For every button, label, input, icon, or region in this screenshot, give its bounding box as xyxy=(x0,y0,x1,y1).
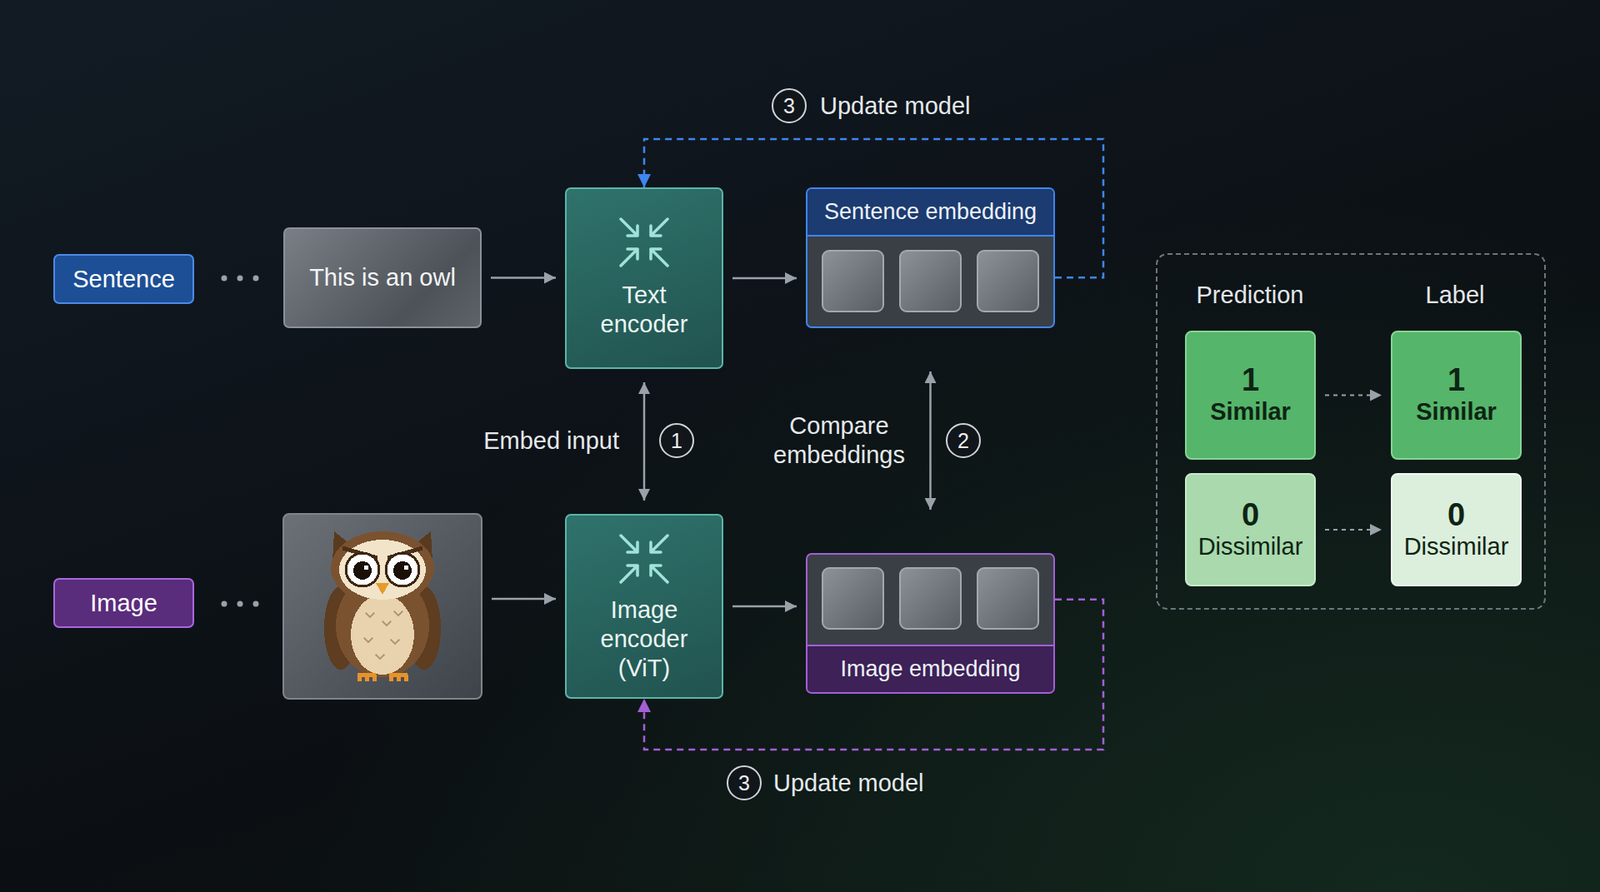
flow-arrow xyxy=(732,277,797,280)
score-value: 0 xyxy=(1241,499,1260,533)
node-label: Image embedding xyxy=(807,645,1054,693)
ellipsis-dots xyxy=(221,275,260,608)
node-label: This is an owl xyxy=(309,264,456,292)
input-arrow xyxy=(491,598,556,601)
label-cell: 1Similar xyxy=(1390,330,1522,460)
flow-arrow xyxy=(929,371,932,510)
node-label: Sentence embedding xyxy=(807,189,1054,237)
node-label: Image xyxy=(90,590,158,618)
image-input-box xyxy=(283,514,482,700)
update-loop xyxy=(644,600,1104,750)
score-label: Dissimilar xyxy=(1198,532,1304,562)
edge-label: Update model xyxy=(773,769,925,799)
callout-number: 1 xyxy=(659,423,695,459)
flow-arrow xyxy=(732,605,797,609)
sentence-embedding: Sentence embedding xyxy=(805,187,1055,329)
flow-arrow xyxy=(643,382,646,501)
compress-icon xyxy=(620,219,668,266)
compress-icon xyxy=(620,535,668,583)
image-encoder: Image encoder (ViT) xyxy=(565,514,724,700)
label-cell: 0Dissimilar xyxy=(1390,473,1522,587)
input-type-tag: Image xyxy=(53,578,195,629)
prediction-label-panel: PredictionLabel1Similar1Similar0Dissimil… xyxy=(1155,253,1546,610)
image-embedding: Image embedding xyxy=(805,553,1055,695)
callout-number: 2 xyxy=(945,423,981,459)
node-label: Image encoder (ViT) xyxy=(581,595,707,683)
mapping-arrow xyxy=(1325,529,1382,531)
text-encoder: Text encoder xyxy=(565,187,724,370)
edge-label: Embed input xyxy=(483,426,620,456)
column-header: Label xyxy=(1371,281,1539,310)
score-label: Dissimilar xyxy=(1404,532,1510,562)
score-value: 1 xyxy=(1241,364,1260,398)
node-label: Text encoder xyxy=(581,280,707,340)
score-value: 0 xyxy=(1447,499,1465,533)
node-label: Sentence xyxy=(72,265,175,294)
prediction-cell: 1Similar xyxy=(1185,330,1316,460)
score-value: 1 xyxy=(1447,364,1465,398)
column-header: Prediction xyxy=(1166,281,1334,310)
input-type-tag: Sentence xyxy=(53,254,195,305)
edge-label: Update model xyxy=(820,91,971,121)
edge-label: Compare embeddings xyxy=(767,411,911,470)
prediction-cell: 0Dissimilar xyxy=(1185,473,1316,587)
owl-illustration xyxy=(324,531,441,682)
mapping-arrow xyxy=(1325,395,1382,397)
flow-arrow xyxy=(490,276,556,280)
score-label: Similar xyxy=(1210,397,1291,427)
callout-number: 3 xyxy=(771,88,807,124)
embedding-vector-cells xyxy=(822,250,1039,630)
callout-number: 3 xyxy=(726,765,762,801)
input-sentence-box: This is an owl xyxy=(283,227,482,329)
score-label: Similar xyxy=(1415,397,1497,427)
update-loop xyxy=(644,139,1104,278)
